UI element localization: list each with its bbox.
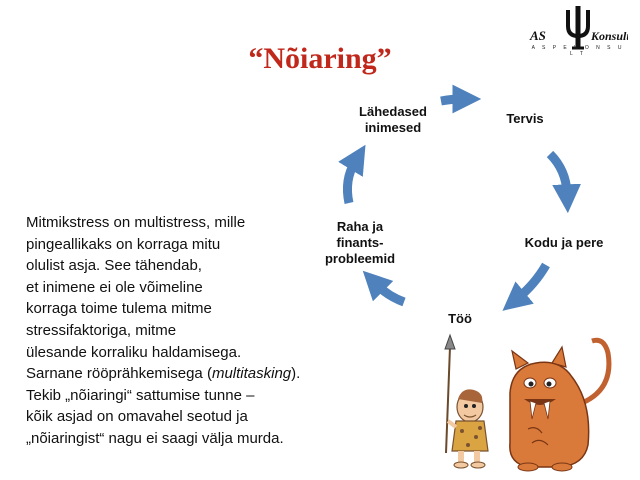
psi-icon: [566, 6, 590, 50]
node-too: Töö: [448, 311, 472, 326]
body-italic-term: multitasking: [211, 365, 292, 383]
node-lahedased-inimesed: Lähedased inimesed: [338, 104, 448, 136]
node-tervis: Tervis: [506, 111, 544, 126]
body-text-fragment: Sarnane rööprähkemisega (: [26, 365, 212, 383]
body-line: Tekib „nõiaringi“ sattumise tunne –: [26, 386, 255, 404]
arrow-lahedased-to-tervis: [440, 84, 482, 114]
body-line: ülesande korraliku haldamisega.: [26, 343, 242, 361]
body-line: „nõiaringist“ nagu ei saagi välja murda.: [26, 429, 284, 447]
body-line: et inimene ei ole võimeline: [26, 278, 203, 296]
node-kodu-ja-pere: Kodu ja pere: [524, 235, 604, 250]
caveman-icon: [446, 389, 489, 469]
node-raha-ja-finantsprobleemid: Raha ja finants- probleemid: [300, 219, 420, 267]
body-line: Mitmikstress on multistress, mille: [26, 214, 246, 231]
node-label-line: Lähedased: [359, 104, 427, 119]
spear-icon: [444, 333, 456, 454]
body-text-fragment: ).: [291, 365, 301, 383]
node-label-line: probleemid: [324, 251, 396, 266]
arrow-raha-to-lahedased: [338, 144, 366, 204]
body-line: stressifaktoriga, mitme: [26, 321, 177, 339]
body-line: korraga toime tulema mitme: [26, 300, 212, 318]
arrow-too-to-raha: [362, 270, 406, 307]
svg-text:AS: AS: [529, 28, 546, 43]
slide-title: “Nõiaring”: [248, 42, 392, 75]
arrow-tervis-to-kodu: [546, 150, 582, 214]
caveman-and-sabertooth-illustration: [444, 333, 612, 472]
arrow-kodu-to-too: [502, 262, 550, 311]
node-label-line: finants-: [336, 235, 384, 250]
body-line: kõik asjad on omavahel seotud ja: [26, 408, 248, 426]
node-label-line: Raha ja: [336, 219, 384, 234]
body-line: olulist asja. See tähendab,: [26, 257, 202, 275]
body-paragraph: Mitmikstress on multistress, mille pinge…: [26, 212, 326, 450]
body-line-multitasking: Sarnane rööprähkemisega (multitasking).: [26, 363, 326, 385]
company-logo: AS Konsult: [529, 6, 628, 50]
svg-text:Konsult: Konsult: [590, 29, 628, 43]
logo-caption: A S P E K O N S U L T: [531, 45, 625, 57]
body-line: pingeallikaks on korraga mitu: [26, 235, 221, 253]
sabertooth-cat-icon: [509, 337, 612, 472]
node-label-line: inimesed: [364, 120, 422, 135]
